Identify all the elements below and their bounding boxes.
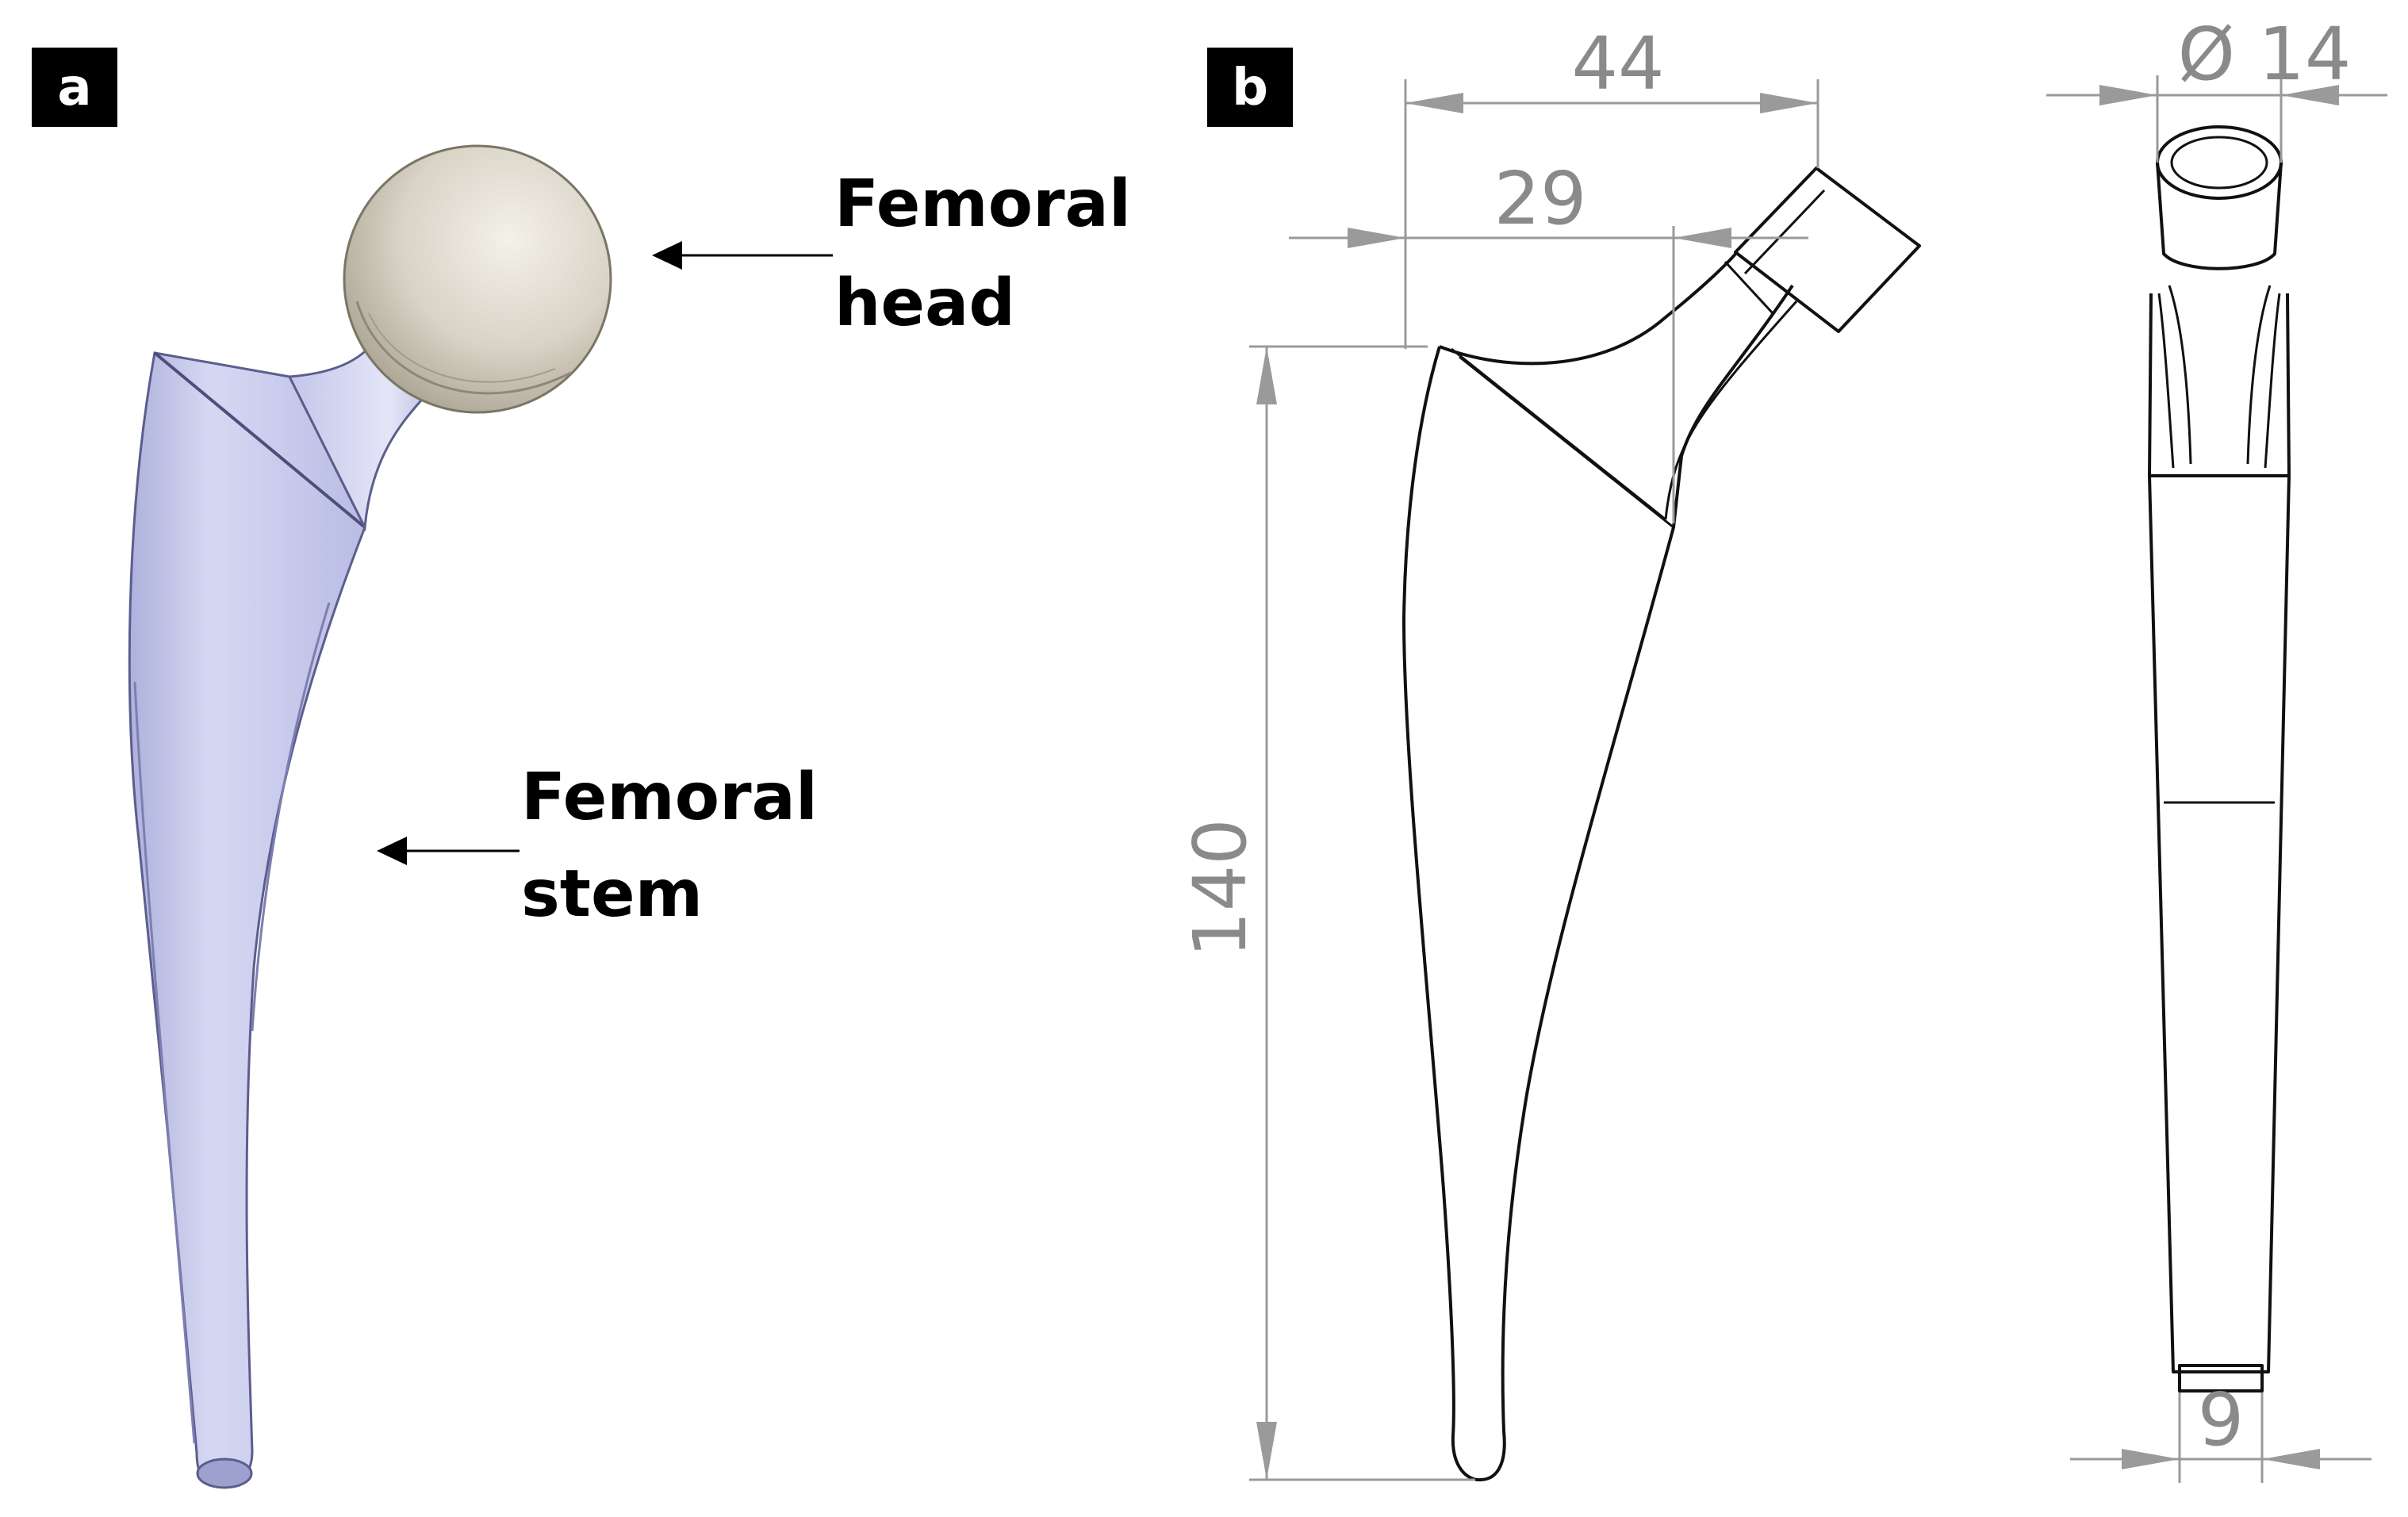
side-view-outline [1402,284,1794,1482]
femoral-head-rim [355,301,572,395]
side-view-shoulder-inner [1459,355,1674,529]
front-view-neck-flare [2157,293,2175,469]
dim-arrowhead [1760,93,1818,113]
callout-arrowhead [377,837,407,865]
dim-label-9: 9 [2198,1377,2245,1462]
dim-arrowhead [2099,85,2157,105]
stem-edge-line [133,681,196,1444]
panel-b: b [1178,12,2387,1483]
front-view-neck [2148,293,2291,477]
stem-shoulder-bevel [153,351,366,529]
panel-b-label: b [1232,59,1268,117]
dim-arrowhead [1674,228,1731,248]
side-view-trunnion [1734,167,1921,333]
dim-arrowhead [2122,1449,2180,1469]
dimension-tip-width: 9 [2070,1377,2372,1483]
side-view-trunnion-edge [1724,260,1774,315]
panel-a-label: a [57,59,91,117]
front-view-neck-flare [2264,293,2281,469]
femoral-stem-body [128,351,366,1488]
dim-label-44: 44 [1571,21,1664,106]
callout-stem-line2: stem [521,856,703,932]
dim-arrowhead [2262,1449,2320,1469]
callout-stem-line1: Femoral [521,760,818,835]
dim-label-diameter-14: Ø 14 [2178,12,2352,97]
stem-edge-line [251,602,331,1032]
dimension-stem-length: 140 [1178,345,1475,1481]
front-view-taper-side [2156,162,2283,270]
dim-arrowhead [1256,347,1277,404]
stem-front-view [2148,125,2291,1392]
front-view-tip [2178,1364,2264,1392]
panel-a: a Femoral head [32,48,1131,1489]
stem-tip [196,1458,253,1489]
side-view-trunnion-edge [1743,189,1826,275]
implant-3d-render [128,144,612,1489]
side-view-shoulder [1439,251,1739,366]
stem-side-view [1402,167,1921,1482]
dimension-overall-width: 44 [1404,21,1819,349]
callout-head-line2: head [834,266,1015,341]
dimension-taper-diameter: Ø 14 [2046,12,2387,163]
dim-arrowhead [1405,93,1463,113]
dimension-neck-offset: 29 [1289,156,1808,523]
front-view-stem [2148,475,2291,1373]
dim-arrowhead [1256,1422,1277,1480]
front-view-neck-flare [2246,285,2272,465]
callout-femoral-stem: Femoral stem [377,760,818,932]
dim-label-140: 140 [1178,818,1263,958]
callout-head-line1: Femoral [834,167,1131,242]
dim-arrowhead [1348,228,1405,248]
femoral-head [343,144,612,414]
side-view-neck-line [1664,301,1798,520]
dim-arrowhead [2281,85,2339,105]
callout-arrowhead [652,241,682,270]
panel-a-label-box [32,48,117,127]
dim-label-29: 29 [1493,156,1586,241]
side-view-shoulder-inner [1451,347,1666,521]
front-view-taper-inner [2170,136,2268,190]
callout-femoral-head: Femoral head [652,167,1131,341]
femoral-head-rim [368,312,556,383]
front-view-neck-flare [2168,285,2192,465]
panel-b-label-box [1207,48,1293,127]
